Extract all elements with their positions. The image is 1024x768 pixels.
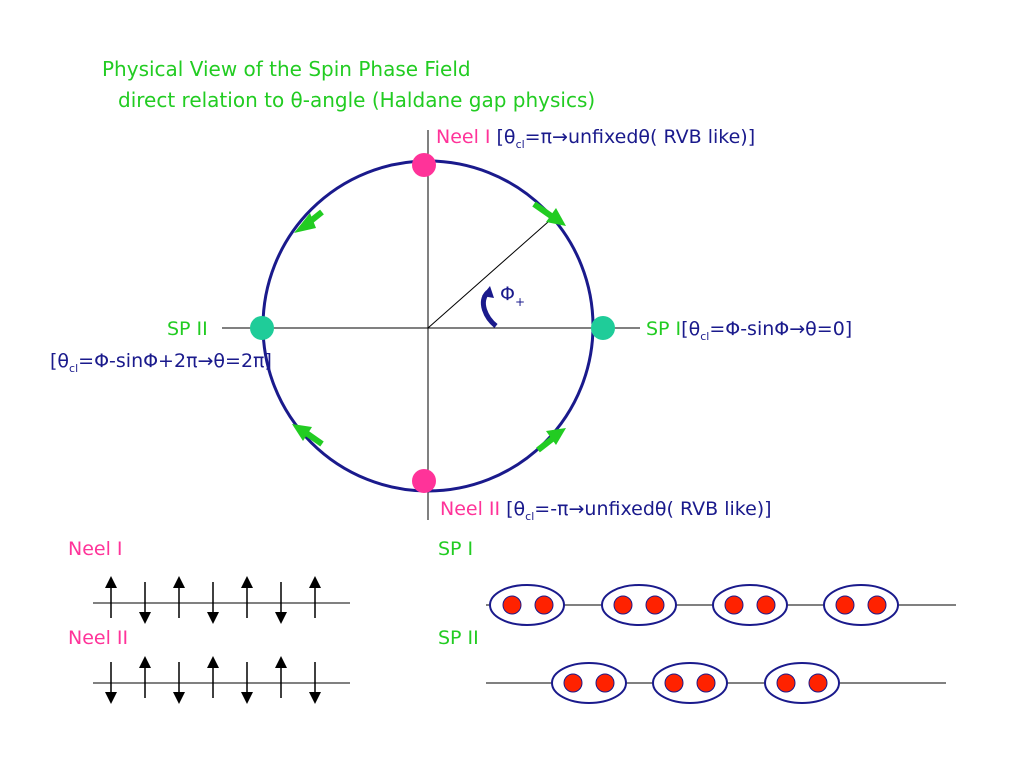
dimer-pair <box>652 662 728 704</box>
title-line-1: Physical View of the Spin Phase Field <box>102 57 471 81</box>
dimer-pair <box>764 662 840 704</box>
dimer-pair <box>823 584 899 626</box>
phi-radius-line <box>427 221 549 329</box>
flow-arrow-bottom-left <box>292 424 324 447</box>
sp-i-dimer-chain <box>486 584 956 626</box>
flow-arrow-top-right <box>532 201 566 226</box>
neel-ii-spin-chain <box>93 656 350 704</box>
neel-i-point <box>412 153 436 177</box>
bottom-neel-i-label: Neel I <box>68 538 123 560</box>
flow-arrow-bottom-right <box>536 428 566 453</box>
neel-i-spin-chain <box>93 576 350 624</box>
flow-arrow-top-left <box>294 209 324 233</box>
bottom-neel-ii-label: Neel II <box>68 627 128 649</box>
neel-i-label: Neel I[θcl=π→unfixedθ( RVB like)] <box>436 126 755 151</box>
sp-ii-label: SP II <box>167 318 208 340</box>
sp-ii-dimer-chain <box>486 662 946 704</box>
dimer-pair <box>601 584 677 626</box>
phi-angle-arrow <box>481 286 498 328</box>
dimer-pair <box>712 584 788 626</box>
sp-ii-formula: [θcl=Φ-sinΦ+2π→θ=2π] <box>50 350 272 375</box>
sp-i-label: SP I[θcl=Φ-sinΦ→θ=0] <box>646 318 852 343</box>
title-line-2: direct relation to θ-angle (Haldane gap … <box>118 88 595 112</box>
neel-ii-point <box>412 469 436 493</box>
bottom-sp-i-label: SP I <box>438 538 473 560</box>
dimer-pair <box>551 662 627 704</box>
dimer-pair <box>489 584 565 626</box>
phi-label: Φ+ <box>500 283 525 309</box>
sp-i-point <box>591 316 615 340</box>
sp-ii-point <box>250 316 274 340</box>
neel-ii-label: Neel II[θcl=-π→unfixedθ( RVB like)] <box>440 498 772 523</box>
bottom-sp-ii-label: SP II <box>438 627 479 649</box>
